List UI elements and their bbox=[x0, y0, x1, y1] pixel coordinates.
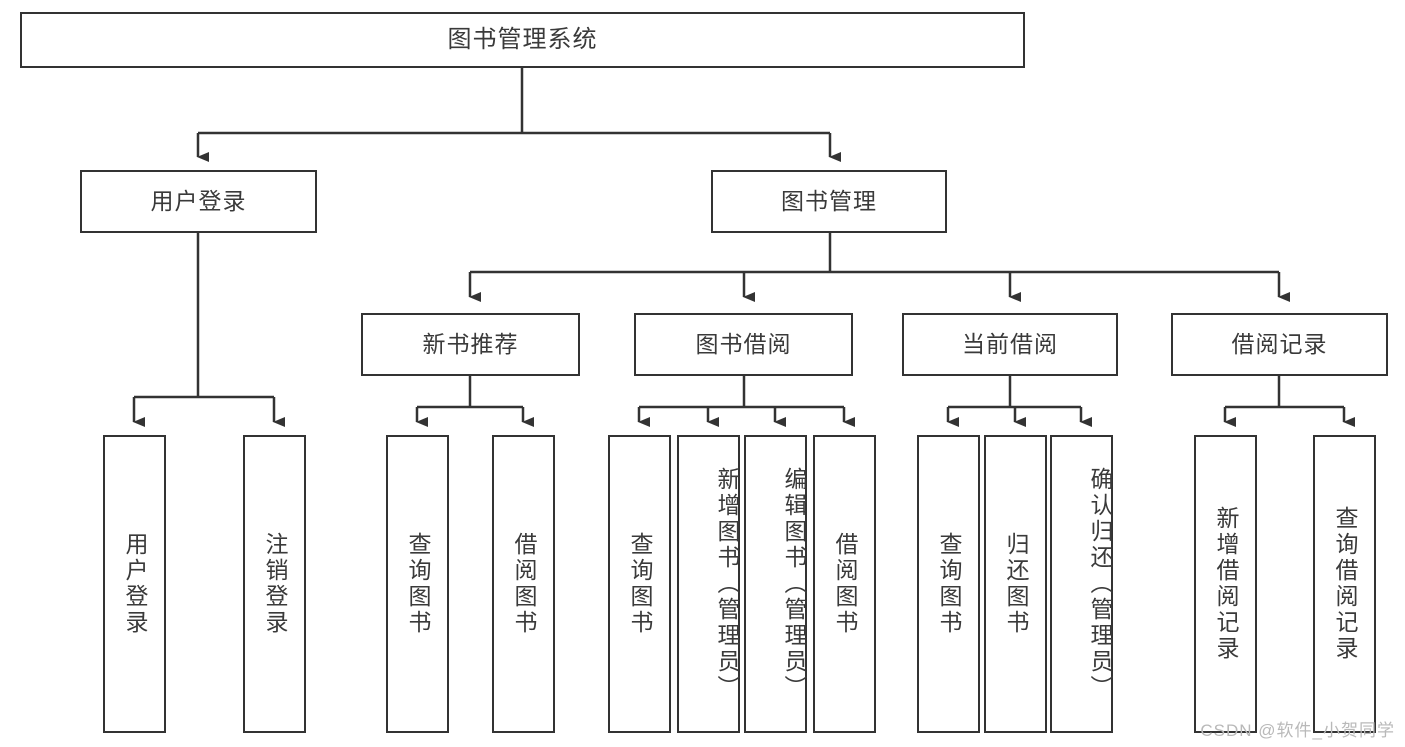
leaf-borrow-edit-book-admin[interactable]: 编辑图书（管理员） bbox=[744, 435, 807, 733]
node-label: 归还图书 bbox=[1003, 532, 1029, 636]
node-label: 图书管理 bbox=[781, 188, 877, 214]
node-label: 新书推荐 bbox=[422, 331, 519, 357]
node-label: 确认归还（管理员） bbox=[1087, 467, 1113, 701]
leaf-record-query-record[interactable]: 查询借阅记录 bbox=[1313, 435, 1376, 733]
watermark-text: CSDN @软件_小贺同学 bbox=[1200, 721, 1395, 740]
leaf-borrow-query-book[interactable]: 查询图书 bbox=[608, 435, 671, 733]
leaf-recommend-borrow-book[interactable]: 借阅图书 bbox=[492, 435, 555, 733]
leaf-user-login-signin[interactable]: 用户登录 bbox=[103, 435, 166, 733]
leaf-record-add-record[interactable]: 新增借阅记录 bbox=[1194, 435, 1257, 733]
node-label: 新增借阅记录 bbox=[1213, 506, 1239, 662]
node-label: 查询图书 bbox=[405, 532, 431, 636]
leaf-current-return-book[interactable]: 归还图书 bbox=[984, 435, 1047, 733]
node-label: 用户登录 bbox=[150, 188, 247, 214]
leaf-current-query-book[interactable]: 查询图书 bbox=[917, 435, 980, 733]
node-new-book-recommend[interactable]: 新书推荐 bbox=[361, 313, 580, 376]
node-user-login[interactable]: 用户登录 bbox=[80, 170, 317, 233]
leaf-user-login-signout[interactable]: 注销登录 bbox=[243, 435, 306, 733]
node-label: 查询图书 bbox=[936, 532, 962, 636]
leaf-current-confirm-return-admin[interactable]: 确认归还（管理员） bbox=[1050, 435, 1113, 733]
node-label: 借阅记录 bbox=[1231, 331, 1328, 357]
node-label: 编辑图书（管理员） bbox=[781, 467, 807, 701]
leaf-borrow-borrow-book[interactable]: 借阅图书 bbox=[813, 435, 876, 733]
node-label: 当前借阅 bbox=[962, 331, 1058, 357]
node-label: 用户登录 bbox=[122, 532, 148, 636]
node-current-borrow[interactable]: 当前借阅 bbox=[902, 313, 1118, 376]
node-root-system[interactable]: 图书管理系统 bbox=[20, 12, 1025, 68]
node-label: 查询借阅记录 bbox=[1332, 506, 1358, 662]
node-book-borrow[interactable]: 图书借阅 bbox=[634, 313, 853, 376]
node-borrow-record[interactable]: 借阅记录 bbox=[1171, 313, 1388, 376]
node-label: 新增图书（管理员） bbox=[714, 467, 740, 701]
node-label: 查询图书 bbox=[627, 532, 653, 636]
node-label: 注销登录 bbox=[262, 532, 288, 636]
node-label: 借阅图书 bbox=[832, 532, 858, 636]
node-label: 图书借阅 bbox=[695, 331, 792, 357]
node-label: 图书管理系统 bbox=[447, 26, 598, 53]
leaf-recommend-query-book[interactable]: 查询图书 bbox=[386, 435, 449, 733]
leaf-borrow-add-book-admin[interactable]: 新增图书（管理员） bbox=[677, 435, 740, 733]
node-book-management[interactable]: 图书管理 bbox=[711, 170, 947, 233]
node-label: 借阅图书 bbox=[511, 532, 537, 636]
